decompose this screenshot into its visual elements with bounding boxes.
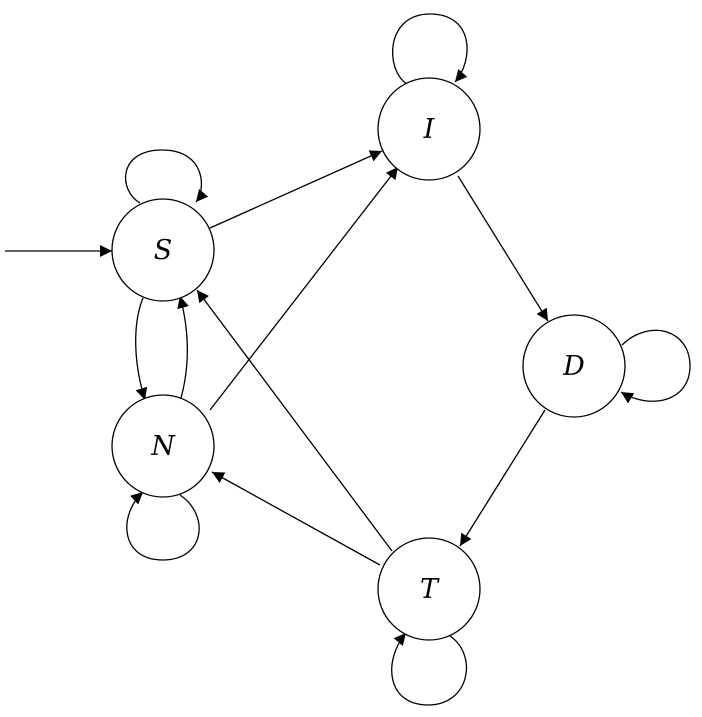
edge-S-S xyxy=(125,149,209,204)
edge-D-T xyxy=(459,409,546,547)
node-t: T xyxy=(377,537,481,641)
node-d-label: D xyxy=(562,351,585,382)
node-s: S xyxy=(111,198,215,302)
node-i: I xyxy=(377,77,481,181)
edge-N-S xyxy=(177,295,189,399)
edge-T-N xyxy=(211,471,381,566)
edge-D-D xyxy=(620,329,691,404)
node-i-label: I xyxy=(423,114,436,145)
edge-N-I xyxy=(209,166,399,411)
edge-S-N xyxy=(135,297,148,401)
node-t-label: T xyxy=(420,574,440,605)
edge-T-S xyxy=(196,289,393,552)
node-n-label: N xyxy=(150,431,176,462)
node-n: N xyxy=(111,394,215,498)
node-s-label: S xyxy=(154,235,173,266)
edge-N-N xyxy=(126,491,200,561)
edge-I-I xyxy=(391,13,468,85)
edge-I-D xyxy=(457,175,549,322)
node-d: D xyxy=(522,314,626,418)
edge-T-T xyxy=(391,632,468,706)
edge-S-I xyxy=(209,150,383,229)
